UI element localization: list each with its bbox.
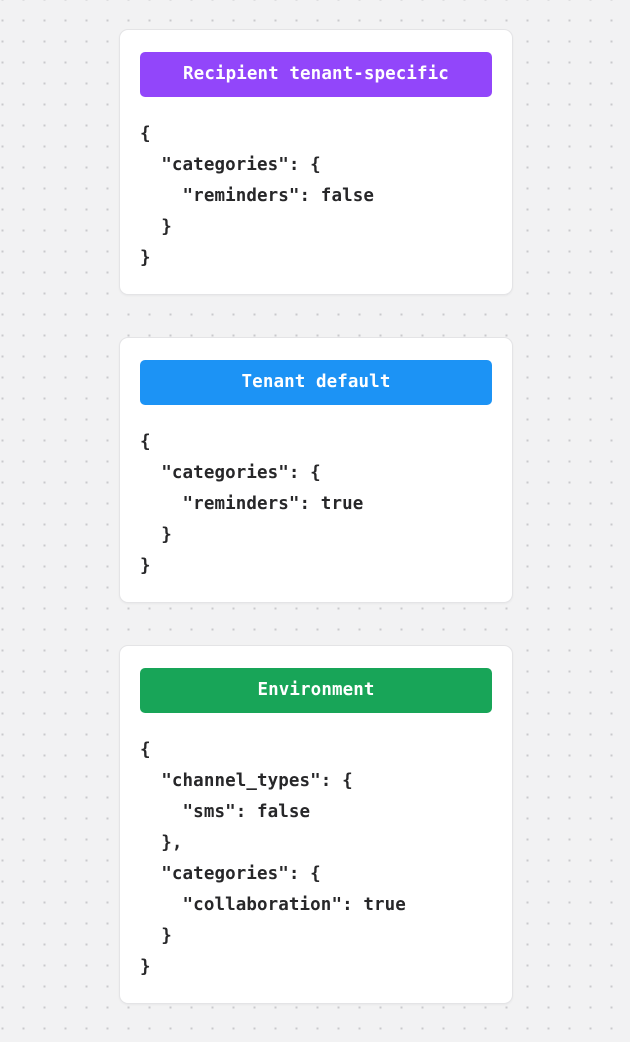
layer-json-recipient-tenant-specific: { "categories": { "reminders": false } }	[140, 124, 374, 268]
layer-card-recipient-tenant-specific: Recipient tenant-specific { "categories"…	[119, 29, 513, 295]
layer-card-tenant-default: Tenant default { "categories": { "remind…	[119, 337, 513, 603]
layer-json-tenant-default: { "categories": { "reminders": true } }	[140, 432, 364, 576]
layer-header-recipient-tenant-specific: Recipient tenant-specific	[140, 52, 492, 97]
layer-json-environment: { "channel_types": { "sms": false }, "ca…	[140, 740, 406, 977]
preference-layer-stack: Recipient tenant-specific { "categories"…	[119, 29, 513, 1004]
layer-card-environment: Environment { "channel_types": { "sms": …	[119, 645, 513, 1004]
layer-header-tenant-default: Tenant default	[140, 360, 492, 405]
layer-header-environment: Environment	[140, 668, 492, 713]
